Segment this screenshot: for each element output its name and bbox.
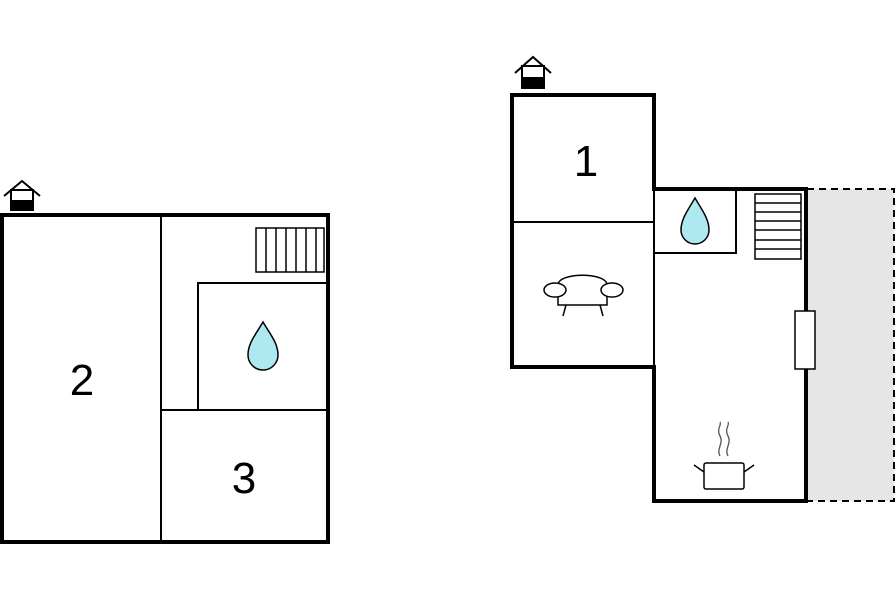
water-drop-icon (247, 320, 279, 371)
left-floor: 2 3 (0, 179, 330, 544)
sofa-icon (543, 274, 624, 317)
right-outer-wall (510, 93, 808, 503)
cooking-pot-icon (693, 421, 755, 490)
room-label-3: 3 (232, 454, 256, 503)
stairs-icon (754, 193, 802, 260)
bathroom-wall (197, 282, 328, 410)
stairs-icon (255, 227, 325, 273)
room-label-2: 2 (70, 356, 94, 405)
left-outer-wall (0, 213, 330, 544)
house-entrance-icon (3, 179, 41, 211)
room-label-1: 1 (574, 137, 598, 186)
window-icon (794, 310, 816, 370)
terrace-area (806, 188, 895, 502)
right-floor: 1 (510, 55, 895, 503)
water-drop-icon (680, 196, 710, 245)
bathroom-box (654, 189, 737, 254)
house-entrance-icon (514, 55, 552, 89)
